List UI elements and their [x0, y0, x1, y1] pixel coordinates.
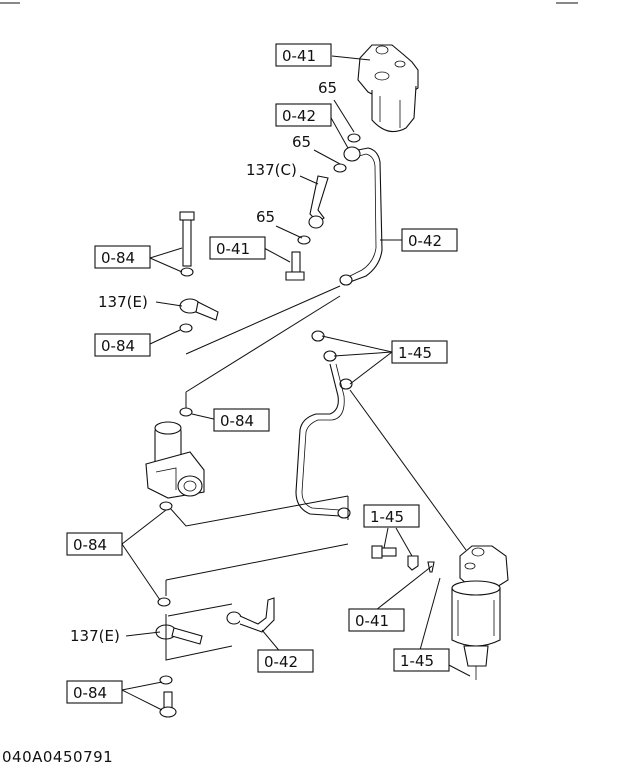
callout-065-c: 65: [256, 208, 275, 226]
callout-box-084-d: [66, 532, 123, 556]
fuel-filter-top: [357, 44, 419, 133]
callout-084-b: 0-84: [101, 337, 135, 355]
callout-box-042-low: [257, 649, 314, 673]
callout-137e-low: 137(E): [70, 627, 120, 645]
callout-box-145-a: [391, 340, 448, 364]
washer-0-84-d: [159, 501, 173, 511]
bolt-0-84-upper: [179, 211, 195, 277]
flow-line-a: [185, 285, 341, 355]
fuel-pipe-1-45: [295, 330, 353, 519]
drawing-code: 040A0450791: [2, 748, 113, 766]
bolt-0-84-lower: [159, 691, 177, 718]
fuel-pipe-0-42-lower: [226, 597, 275, 633]
callout-084-a: 0-84: [101, 249, 135, 267]
leaders: [121, 55, 471, 711]
callout-041-low: 0-41: [355, 612, 389, 630]
washer-0-84-f: [159, 675, 173, 685]
callout-box-042-right: [401, 228, 458, 252]
callout-box-084-e: [66, 680, 123, 704]
callout-box-084-c: [213, 408, 270, 432]
callout-042-top: 0-42: [282, 107, 316, 125]
bolt-0-41-mid: [285, 251, 305, 281]
washer-65-a: [347, 133, 361, 143]
feed-pump: [145, 421, 205, 499]
eye-bolt-137c: [308, 175, 329, 229]
callout-box-145-c: [393, 648, 450, 672]
flow-line-j: [167, 603, 233, 617]
callout-145-a: 1-45: [398, 344, 432, 362]
callout-042-right: 0-42: [408, 232, 442, 250]
washer-0-84-b: [179, 323, 193, 333]
callout-065-b: 65: [292, 133, 311, 151]
callout-145-b: 1-45: [370, 508, 404, 526]
callout-box-041-mid: [209, 236, 266, 260]
callout-box-084-a: [94, 245, 151, 269]
callout-041-top: 0-41: [282, 47, 316, 65]
callout-084-d: 0-84: [73, 536, 107, 554]
callout-box-084-b: [94, 333, 151, 357]
washer-65-b: [333, 163, 347, 173]
callout-084-e: 0-84: [73, 684, 107, 702]
callout-137c: 137(C): [246, 161, 297, 179]
washer-0-84-e: [157, 597, 171, 607]
flow-line-c: [185, 295, 341, 393]
callout-box-042-top: [275, 103, 332, 127]
fuel-pipe-upper: [339, 146, 383, 286]
washer-0-84-c: [179, 407, 193, 417]
bolt-1-45-small: [371, 545, 397, 559]
eye-joint-137e-lower: [155, 624, 203, 645]
callout-box-041-low: [348, 608, 405, 632]
fuel-filter-lower: [451, 545, 509, 680]
callout-box-145-b: [363, 504, 420, 528]
callout-145-c: 1-45: [400, 652, 434, 670]
flow-line-i: [165, 614, 233, 661]
callout-041-mid: 0-41: [216, 240, 250, 258]
callout-137e-top: 137(E): [98, 293, 148, 311]
callout-042-low: 0-42: [264, 653, 298, 671]
callout-065-a: 65: [318, 79, 337, 97]
flow-line-h: [165, 543, 349, 581]
callout-084-c: 0-84: [220, 412, 254, 430]
leader-to-lower-filter: [349, 389, 467, 551]
flow-line-e: [169, 495, 349, 527]
clip-1-45: [407, 555, 419, 571]
callout-box-041-top: [275, 43, 332, 67]
eye-joint-137e-upper: [179, 298, 219, 321]
